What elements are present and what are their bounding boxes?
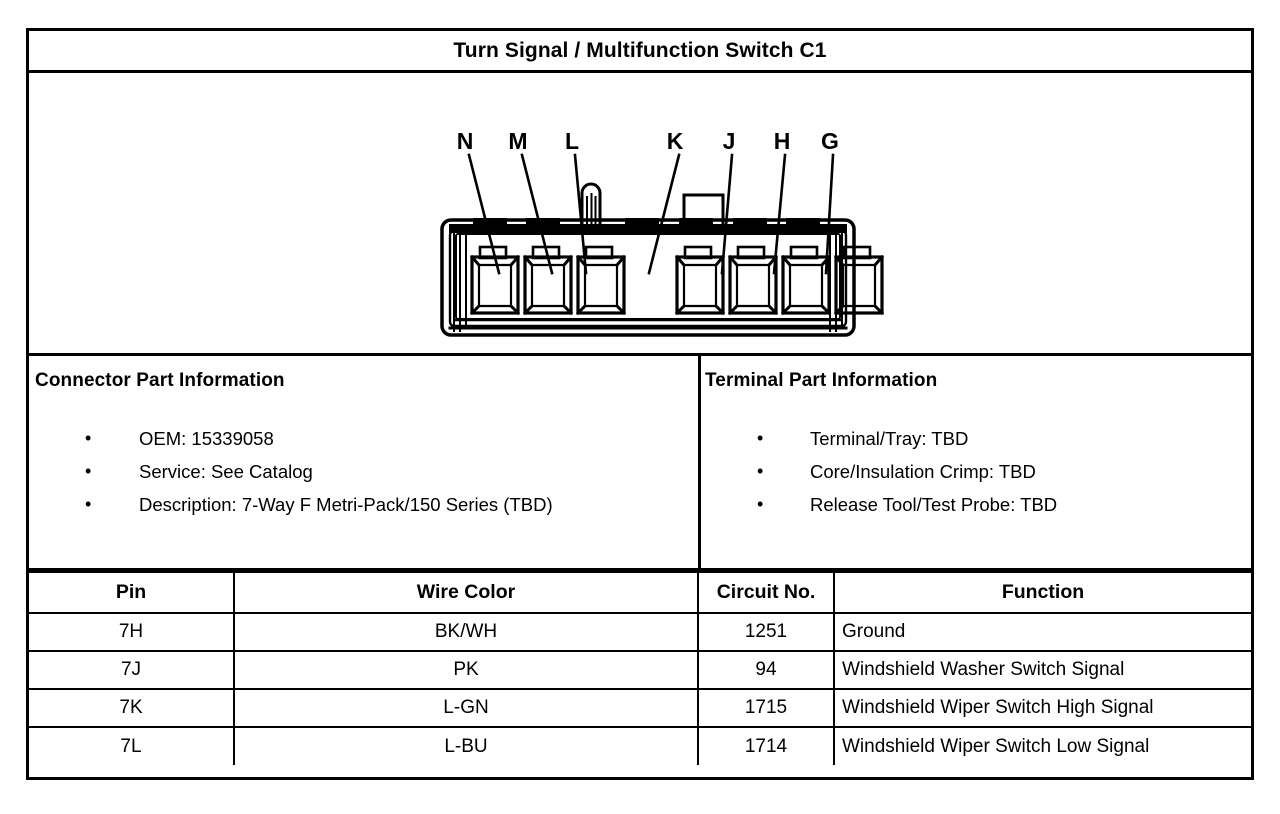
cavity-N: [469, 245, 521, 316]
leader-lines: [467, 153, 835, 275]
connector-part-information-heading: Connector Part Information: [35, 370, 285, 391]
list-item-label: Service: See Catalog: [139, 461, 313, 482]
cell-circuit-no: 1251: [697, 612, 835, 652]
bullet-icon: •: [757, 428, 764, 448]
cell-pin: 7K: [29, 688, 235, 728]
bullet-icon: •: [757, 461, 764, 481]
part-information-row: Connector Part Information • OEM: 153390…: [29, 356, 1251, 571]
alignment-post-icon: [580, 182, 602, 230]
list-item-label: OEM: 15339058: [139, 428, 274, 449]
list-item-label: Release Tool/Test Probe: TBD: [810, 494, 1058, 515]
cavity-label-H: H: [774, 128, 791, 154]
list-item-label: Terminal/Tray: TBD: [810, 428, 969, 449]
list-item-label: Core/Insulation Crimp: TBD: [810, 461, 1036, 482]
bullet-icon: •: [85, 494, 92, 514]
table-row: 7L L-BU 1714 Windshield Wiper Switch Low…: [29, 726, 1251, 765]
bullet-icon: •: [85, 428, 92, 448]
bullet-icon: •: [757, 494, 764, 514]
terminal-part-information-heading: Terminal Part Information: [705, 370, 938, 391]
cell-wire-color: L-GN: [233, 688, 699, 728]
cell-function: Ground: [833, 612, 1251, 652]
column-header-function: Function: [833, 571, 1251, 613]
cavity-H: [780, 245, 832, 316]
cell-circuit-no: 1715: [697, 688, 835, 728]
cell-pin: 7J: [29, 650, 235, 690]
cell-pin: 7L: [29, 726, 235, 765]
cell-function: Windshield Wiper Switch High Signal: [833, 688, 1251, 728]
cell-circuit-no: 94: [697, 650, 835, 690]
connector-part-information-list: • OEM: 15339058 • Service: See Catalog •…: [35, 422, 698, 521]
cell-circuit-no: 1714: [697, 726, 835, 765]
list-item: • Release Tool/Test Probe: TBD: [705, 488, 1251, 521]
connector-drawing-area: N M L K J H G: [29, 73, 1251, 356]
table-row: 7J PK 94 Windshield Washer Switch Signal: [29, 650, 1251, 690]
cell-wire-color: PK: [233, 650, 699, 690]
title-bar: Turn Signal / Multifunction Switch C1: [29, 31, 1251, 73]
list-item: • Core/Insulation Crimp: TBD: [705, 455, 1251, 488]
table-row: 7H BK/WH 1251 Ground: [29, 612, 1251, 652]
list-item-label: Description: 7-Way F Metri-Pack/150 Seri…: [139, 494, 553, 515]
connector-part-information-panel: Connector Part Information • OEM: 153390…: [29, 356, 701, 568]
bullet-icon: •: [85, 461, 92, 481]
page-title: Turn Signal / Multifunction Switch C1: [453, 38, 827, 62]
list-item: • OEM: 15339058: [35, 422, 698, 455]
cavity-label-G: G: [821, 128, 839, 154]
cavity-label-J: J: [723, 128, 736, 154]
connector-end-view-icon: N M L K J H G: [440, 128, 885, 337]
column-header-wire-color: Wire Color: [233, 571, 699, 613]
pin-table: Pin Wire Color Circuit No. Function 7H B…: [29, 571, 1251, 765]
cavity-label-K: K: [667, 128, 684, 154]
cell-pin: 7H: [29, 612, 235, 652]
table-row: 7K L-GN 1715 Windshield Wiper Switch Hig…: [29, 688, 1251, 728]
cavity-K: [674, 245, 726, 316]
connector-datasheet: Turn Signal / Multifunction Switch C1: [26, 28, 1254, 780]
column-header-pin: Pin: [29, 571, 235, 613]
column-header-circuit-no: Circuit No.: [697, 571, 835, 613]
cavity-label-N: N: [457, 128, 474, 154]
cell-function: Windshield Washer Switch Signal: [833, 650, 1251, 690]
cavity-labels: N M L K J H G: [457, 128, 839, 154]
list-item: • Service: See Catalog: [35, 455, 698, 488]
list-item: • Description: 7-Way F Metri-Pack/150 Se…: [35, 488, 698, 521]
terminal-part-information-panel: Terminal Part Information • Terminal/Tra…: [701, 356, 1251, 568]
cavity-label-L: L: [565, 128, 579, 154]
terminal-part-information-list: • Terminal/Tray: TBD • Core/Insulation C…: [705, 422, 1251, 521]
cavity-J: [727, 245, 779, 316]
cavity-M: [522, 245, 574, 316]
cavity-G: [833, 245, 885, 316]
cell-wire-color: L-BU: [233, 726, 699, 765]
cell-wire-color: BK/WH: [233, 612, 699, 652]
table-header-row: Pin Wire Color Circuit No. Function: [29, 571, 1251, 613]
cell-function: Windshield Wiper Switch Low Signal: [833, 726, 1251, 765]
connector-housing: [440, 218, 856, 337]
cavity-L: [575, 245, 627, 316]
cavity-label-M: M: [508, 128, 527, 154]
cavity-group: [469, 245, 885, 316]
list-item: • Terminal/Tray: TBD: [705, 422, 1251, 455]
